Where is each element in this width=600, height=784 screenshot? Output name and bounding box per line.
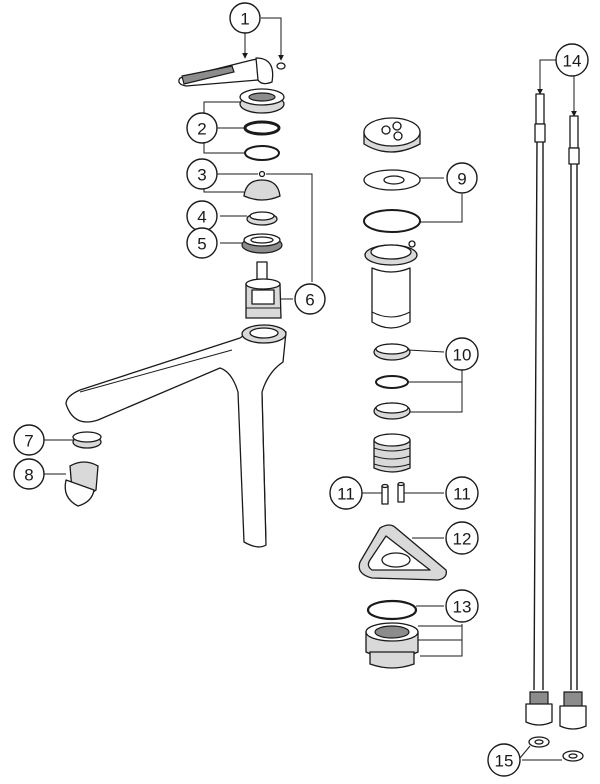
cover-plate	[363, 117, 421, 153]
triangular-bracket	[358, 524, 447, 581]
callouts: 1 2 3 4 5 6 7 8 9 10 11 11 12 13 14 15	[13, 2, 589, 777]
callout-14: 14	[555, 43, 589, 77]
o-ring-middle	[375, 375, 409, 389]
callout-12: 12	[445, 521, 479, 555]
callout-3: 3	[186, 158, 218, 190]
callout-4: 4	[186, 200, 218, 232]
callout-7: 7	[13, 424, 45, 456]
o-ring-lower	[244, 145, 280, 161]
hose-washer-right	[562, 750, 584, 762]
lock-nut	[241, 233, 283, 254]
svg-text:6: 6	[305, 291, 314, 310]
o-ring-upper	[243, 120, 281, 136]
svg-text:13: 13	[453, 598, 472, 617]
hose-left	[525, 93, 553, 726]
svg-text:14: 14	[563, 52, 582, 71]
svg-text:7: 7	[24, 432, 33, 451]
aerator-insert	[64, 461, 99, 507]
sleeve-housing	[364, 240, 418, 329]
svg-text:1: 1	[240, 10, 249, 29]
callout-5: 5	[186, 227, 218, 259]
svg-text:5: 5	[197, 235, 206, 254]
callout-9: 9	[446, 162, 478, 194]
faucet-body	[65, 324, 287, 548]
hose-right	[559, 115, 587, 730]
callout-1: 1	[229, 2, 261, 34]
svg-text:8: 8	[24, 466, 33, 485]
seal-ring-lower	[373, 402, 411, 420]
callout-8: 8	[13, 458, 45, 490]
retainer-ring	[246, 211, 278, 226]
dome-cover	[243, 170, 281, 201]
cap	[239, 88, 285, 114]
svg-text:10: 10	[453, 346, 472, 365]
callout-6: 6	[294, 283, 326, 315]
large-o-ring	[363, 209, 421, 233]
seal-ring-upper	[373, 343, 411, 361]
callout-13: 13	[445, 589, 479, 623]
svg-text:9: 9	[457, 170, 466, 189]
base-o-ring	[366, 599, 418, 621]
lever-handle	[178, 57, 274, 87]
pin-right	[397, 481, 405, 503]
svg-text:11: 11	[337, 485, 355, 504]
hose-washer-left	[528, 736, 550, 748]
callout-10: 10	[445, 337, 479, 371]
threaded-insert	[373, 433, 411, 473]
svg-text:2: 2	[197, 120, 206, 139]
callout-15: 15	[487, 743, 521, 777]
pin-left	[381, 483, 389, 505]
callout-11-right: 11	[445, 476, 479, 510]
callout-2: 2	[186, 112, 218, 144]
svg-text:3: 3	[197, 166, 206, 185]
callout-11-left: 11	[329, 476, 363, 510]
svg-text:15: 15	[495, 752, 514, 771]
svg-text:11: 11	[453, 485, 471, 504]
flat-washer	[363, 169, 421, 191]
mounting-nut	[365, 622, 419, 669]
svg-text:4: 4	[197, 208, 206, 227]
set-screw	[276, 62, 286, 70]
svg-text:12: 12	[453, 530, 472, 549]
cartridge	[245, 261, 282, 319]
aerator-ring	[72, 431, 102, 449]
